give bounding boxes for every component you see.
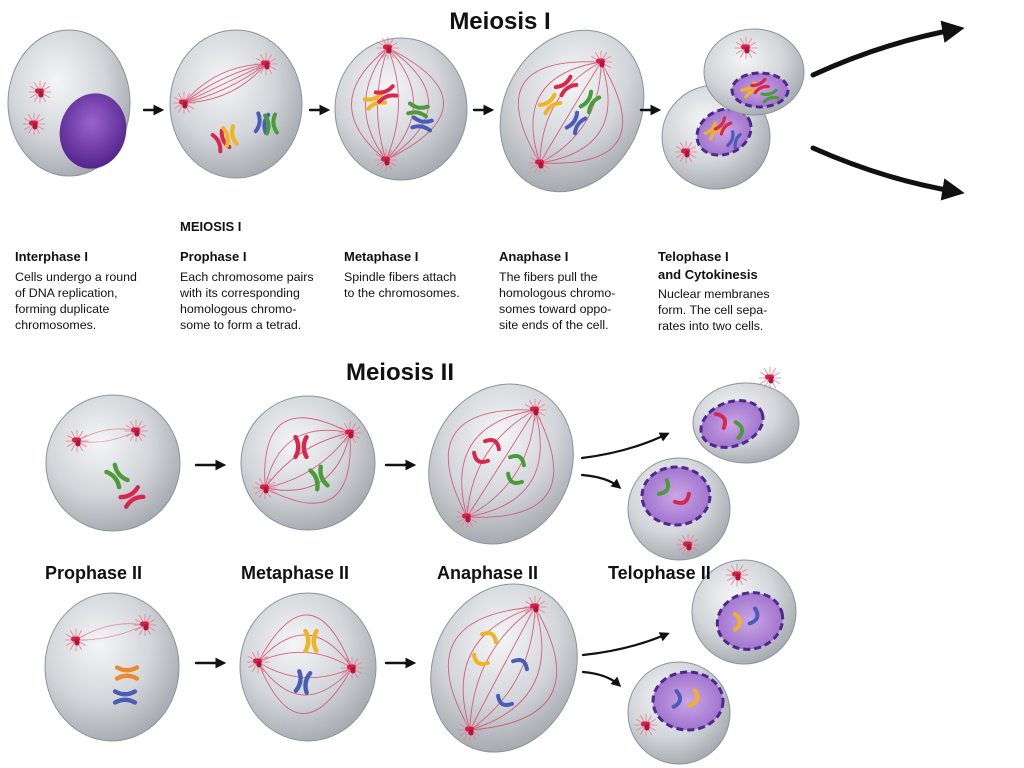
stage-heading: Anaphase I <box>499 249 568 264</box>
metaphase-ii-cell <box>239 592 377 742</box>
stage-description-line: form. The cell sepa- <box>658 303 767 317</box>
anaphase-ii-cell <box>428 383 574 545</box>
metaphase-i-caption: Metaphase I Spindle fibers attach to the… <box>344 249 460 300</box>
stage-description-line: somes toward oppo- <box>499 302 611 316</box>
prophase-ii-cell <box>44 592 180 742</box>
curved-arrow-down-icon <box>810 145 965 201</box>
cell-body <box>430 583 578 753</box>
spindle-fibers <box>517 61 624 164</box>
prophase-i-caption: Prophase I Each chromosome pairs with it… <box>179 249 314 332</box>
meiosis-i-section-label: MEIOSIS I <box>180 219 241 234</box>
telophase-ii-cell <box>627 457 731 561</box>
spindle-fibers <box>183 63 267 104</box>
meiosis-ii-title: Meiosis II <box>346 359 454 386</box>
telophase-i-caption: Telophase I and Cytokinesis Nuclear memb… <box>658 249 770 333</box>
metaphase-i-cell <box>334 36 468 181</box>
cell-body <box>169 29 303 179</box>
meiosis-i-title: Meiosis I <box>449 8 550 35</box>
stage-heading: and Cytokinesis <box>658 267 758 282</box>
curved-arrow-up-icon <box>580 432 670 460</box>
anaphase-i-caption: Anaphase I The fibers pull the homologou… <box>499 249 615 332</box>
cell-body <box>44 592 180 742</box>
nucleus <box>59 93 127 169</box>
interphase-i-caption: Interphase I Cells undergo a round of DN… <box>15 249 137 332</box>
telophase-ii-cell <box>692 366 800 464</box>
curved-arrow-up-icon <box>810 20 965 78</box>
anaphase-i-cell <box>499 29 645 193</box>
interphase-i-cell <box>7 29 131 177</box>
nucleus <box>651 670 725 732</box>
metaphase-ii-cell <box>240 395 376 531</box>
stage-description-line: rates into two cells. <box>658 319 763 333</box>
stage-description-line: to the chromosomes. <box>344 286 460 300</box>
spindle-fibers <box>351 47 444 161</box>
stage-heading: Metaphase I <box>344 249 418 264</box>
stage-description-line: with its corresponding <box>179 286 300 300</box>
daughter-cell <box>703 28 805 116</box>
stage-description-line: Spindle fibers attach <box>344 270 456 284</box>
curved-arrow-up-icon <box>581 632 670 657</box>
stage-heading: Interphase I <box>15 249 88 264</box>
anaphase-ii-cell <box>430 583 578 753</box>
stage-description-line: of DNA replication, <box>15 286 118 300</box>
stage-description-line: The fibers pull the <box>499 270 598 284</box>
curved-arrow-down-icon <box>581 670 622 688</box>
stage-description-line: some to form a tetrad. <box>180 318 301 332</box>
stage-description-line: Cells undergo a round <box>15 270 137 284</box>
cell-body <box>240 395 376 531</box>
spindle-fibers <box>447 606 558 731</box>
prophase-i-cell <box>169 29 303 179</box>
telophase-ii-label: Telophase II <box>608 563 711 583</box>
telophase-i-cells <box>661 28 805 190</box>
stage-description-line: Nuclear membranes <box>658 287 770 301</box>
nucleus <box>715 591 785 651</box>
stage-description-line: homologous chromo- <box>499 286 615 300</box>
nucleus <box>695 107 753 157</box>
nucleus <box>640 465 712 527</box>
cell-body <box>334 37 468 181</box>
telophase-ii-cell <box>691 559 797 665</box>
stage-description-line: Each chromosome pairs <box>180 270 314 284</box>
prophase-ii-cell <box>45 394 181 532</box>
stage-description-line: site ends of the cell. <box>499 318 609 332</box>
prophase-ii-label: Prophase II <box>45 563 142 583</box>
spindle-fibers <box>447 409 555 518</box>
anaphase-ii-label: Anaphase II <box>437 563 538 583</box>
stage-description-line: homologous chromo- <box>180 302 296 316</box>
cell-body <box>239 592 377 742</box>
stage-heading: Telophase I <box>658 249 729 264</box>
stage-description-line: chromosomes. <box>15 318 96 332</box>
metaphase-ii-label: Metaphase II <box>241 563 349 583</box>
stage-heading: Prophase I <box>180 249 246 264</box>
telophase-ii-cell <box>627 661 731 765</box>
curved-arrow-down-icon <box>580 473 622 489</box>
cell-body <box>45 394 181 532</box>
stage-description-line: forming duplicate <box>15 302 109 316</box>
